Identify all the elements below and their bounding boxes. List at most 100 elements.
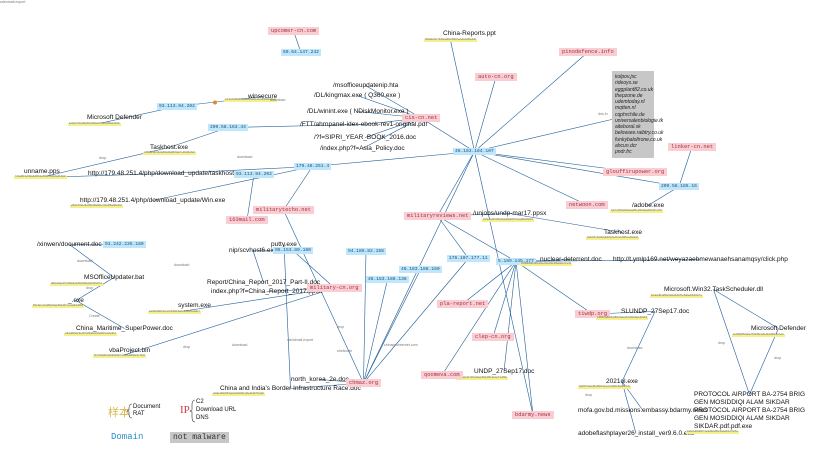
edge-ip-46-to-gray-list <box>474 114 634 152</box>
edge-xinwen-to-msupdater <box>69 244 115 278</box>
node-el-download3: download <box>237 155 253 159</box>
node-dom-chmaz: chmaz.org <box>346 379 382 388</box>
node-ip-94: 94.185.82.158 <box>346 248 386 256</box>
edge-ip-179-to-url-taskhost <box>166 166 313 174</box>
node-nuclear: nuclear-deterrent.doc <box>540 256 602 263</box>
node-ip-9391: 93.113.94.202 <box>157 103 197 111</box>
node-ms-def2-hash: 0e4b8d2f5c9a3e7b0d4f8c1a5e9b2d6f0c3a7e1b <box>732 333 785 337</box>
node-china-report2: index.php?f=China_Report_2017.ppsx <box>211 288 323 295</box>
node-china-india-hash: c6a0e4b8d1f5c9a2e6b0d4f8c1a5e9b3d7f0c4a8 <box>212 392 265 396</box>
node-slundp: SLUNDP_27Sep17.doc <box>621 308 690 315</box>
edge-ip-94-to-dom-chmaz <box>363 251 367 384</box>
edge-unjobs-to-taskhost2 <box>509 213 624 233</box>
legend-not-malware: not malware <box>170 432 229 443</box>
node-asia-policy: /index.php?f=Asia_Policy.doc <box>320 145 405 152</box>
node-el-drop6: drop <box>774 356 782 360</box>
node-dom-tiwdp: tiwdp.org <box>575 310 611 319</box>
node-unname: unname.pps <box>24 168 60 175</box>
node-slundp-hash: 1d5f9c3a6e0b4d8f2c5a9e3b7d0f4c8a2e6b9d3f <box>596 316 649 320</box>
node-protocol5: SIKDAR.pdf.pdf.exe <box>694 423 753 430</box>
node-ms-sched-hash: 6c0a4e8b1d5f9c2a6e0b3d7f1c5a8e2b6d0f4c7a <box>650 294 703 298</box>
node-xinwen: /xinwen/document.doc <box>37 241 102 248</box>
edge-dom-ciscn-to-asia-policy <box>362 117 422 149</box>
node-protocol2: GEN MOSIDDIQI ALAM SIKDAR <box>694 399 790 406</box>
node-mofa: mofa.gov.bd.missions.embassy.bdarmy.news <box>578 407 708 414</box>
edge-ip-179-to-dom-militarytecho <box>283 166 313 211</box>
node-ip-5: 5.189.145.177 <box>496 258 536 266</box>
node-dom-militarycn: military-cn.org <box>307 284 362 293</box>
node-taskhost1-hash: c2f8a5e1b7d4c0a6f3e9b2d8c5a1f7e4b0d6c3a9 <box>143 151 196 155</box>
node-el-dns: dns.ln <box>598 112 608 116</box>
node-underscore-exe: _.exe <box>68 297 84 304</box>
legend-download-url: Download URL <box>196 407 237 413</box>
node-gray-list: kolpov.jsc rideoys.se eggplant82.co.uk t… <box>612 71 664 159</box>
node-dom-netwoon: netwoon.com <box>566 201 608 210</box>
edge-ip-46-to-dom-pinodef <box>474 51 589 152</box>
node-ip-93: 93.113.94.202 <box>234 171 274 179</box>
node-system-exe: system.exe <box>178 302 211 309</box>
node-nuclear-hash: 2c6f0a4d8e1b5c9f3a7d0e4b8c2f6a9d3e7b1c5f <box>520 262 572 266</box>
node-ms-def1-hash: 4e9b2c7f1a3d8e5b0c6f9a2d7e4b1c8f5a0d3e6b <box>68 122 121 126</box>
node-dom-ciscn: cis-cn.net <box>402 114 441 123</box>
legend-domain: Domain <box>111 432 144 442</box>
node-protocol3: PROTOCOL AIRPORT BA-2754 BRIG <box>694 407 806 414</box>
node-ms-defender1: Microsoft Defender <box>87 114 142 121</box>
edge-dom-militaryreviews-to-ip-176 <box>437 215 469 259</box>
node-china-maritime-hash: e0b4d8f2a6c9e3b7d1f5a8c2e6b0d4f7a1c5e9b3 <box>64 332 117 336</box>
edge-msupdater-to-underscore-exe <box>75 277 115 301</box>
node-dom-163: 163mail.com <box>226 216 268 225</box>
node-el-drop3: drop <box>183 345 191 349</box>
node-dom-plareport: pla-report.net <box>437 300 489 309</box>
node-dom-glouff: glouffirupower.org <box>603 168 668 177</box>
node-el-download2: download <box>174 263 190 267</box>
edge-ip-46b-to-dom-chmaz <box>363 279 388 384</box>
node-putty: putty.exe <box>271 241 297 248</box>
node-taskhost2: Taskhost.exe <box>604 229 642 236</box>
node-msupdater-hash: d8b2e6a0c4f7d1b5e9a3c6f0d4b8e2a5c9f3d7b1 <box>50 282 103 286</box>
node-protocol4: GEN MOSIDDIQI ALAM SIKDAR <box>694 415 790 422</box>
node-ip-91: 91.242.235.180 <box>103 241 146 249</box>
edge-ip-46-to-dom-militaryreviews <box>437 151 475 217</box>
edge-s2021-to-flash <box>621 381 637 434</box>
node-unjobs-hash: f1c5e9a3b7d0f4c8e2a6b9d3f7c0e4a8b2d6f9c3 <box>482 218 534 222</box>
node-taskhost1: Taskhost.exe <box>150 144 188 151</box>
node-dom-qoomeva: qoomeva.com <box>421 371 463 380</box>
edge-ip-5-to-dom-bdarmy <box>515 261 534 416</box>
node-el-download4: download <box>627 346 643 350</box>
node-el-create: Create <box>89 314 100 318</box>
node-cr-hash: 0b5a8e1f4c72d9e3a6b0c5f8d7e2a1b4c9f0e3d6 <box>424 38 477 42</box>
node-el-dl5: download <box>270 98 286 102</box>
node-ms-sched: Microsoft.Win32.TaskScheduler.dll <box>664 286 763 293</box>
node-ip-46c: 46.183.188.160 <box>399 266 442 274</box>
node-el-drop2: drop <box>86 286 94 290</box>
node-el-drop1: drop <box>99 156 107 160</box>
node-vba: vbaProject.bin <box>109 347 151 354</box>
edge-dom-militarycn-to-vba-hash <box>119 287 335 357</box>
node-url-win: http://179.48.251.4/php/download_update/… <box>80 197 226 204</box>
node-ip-top: upcomer-cn.com <box>268 27 320 36</box>
edge-ip-5-to-weyaz <box>515 259 701 262</box>
node-ip-179: 179.48.251.4 <box>294 163 332 171</box>
edge-ip-5-to-dom-tiwdp <box>515 261 593 315</box>
node-ip-209: 209.58.163.44 <box>208 124 248 132</box>
edge-ip-176-to-dom-chmaz <box>363 258 469 384</box>
node-ip-46b: 46.183.188.138 <box>366 276 409 284</box>
edge-dom-ciscn-to-msoff-hta <box>365 85 422 119</box>
node-ip-209b: 209.58.185.16 <box>659 183 699 191</box>
node-dom-militarytecho: militarytecho.net <box>253 206 314 215</box>
legend-rat: RAT <box>133 411 145 417</box>
node-china-maritime: China_Maritime_SuperPower.doc <box>76 325 173 332</box>
edge-underscore-exe-to-china-maritime <box>75 300 125 329</box>
legend-document: Document <box>133 404 161 410</box>
edge-ms-defender2-to-protocol <box>749 328 779 395</box>
node-unname-hash: 7d1a4f8c2e5b9a3d6f0c4e8b1a7d5f2c9e6b3a0d <box>14 175 67 179</box>
edge-slundp-to-s2021 <box>621 311 656 382</box>
edge-ip-46-to-ip-179 <box>312 151 475 167</box>
node-el-download6: download <box>232 343 248 347</box>
node-el-shellcode: shellcode <box>337 349 353 353</box>
node-system-hash: a4e8b2d6f0c3a7e1b5d9f2c6a0e4b8d1f5c9a3e7 <box>148 310 201 314</box>
node-sipri: /?f=SIPRI_YEAR_BOOK_2016.doc <box>314 134 417 141</box>
node-dom-militaryreviews: militaryreviews.net <box>404 212 472 221</box>
node-url-taskhost: http://179.48.251.4/php/download_update/… <box>88 170 247 177</box>
edge-ip-46-to-dom-autocn <box>474 76 497 152</box>
